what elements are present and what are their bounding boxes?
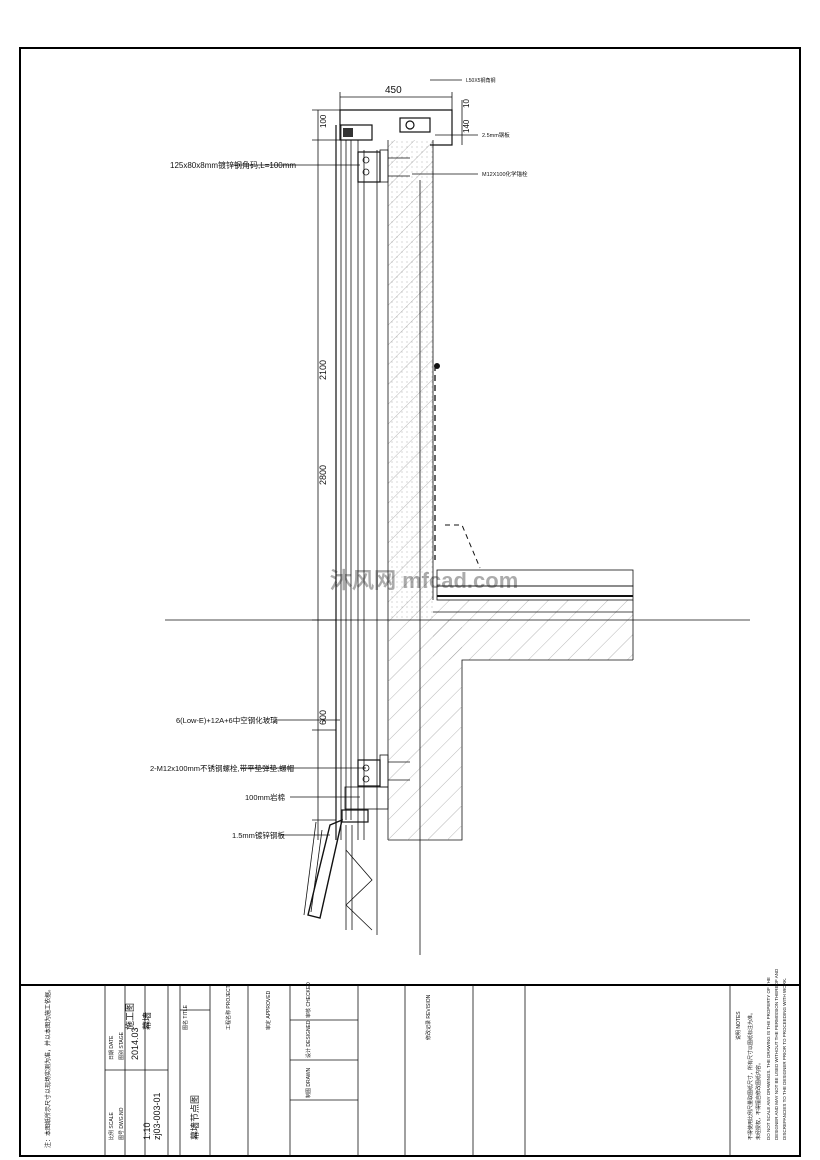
- drawn-label: 制图 DRAWN: [305, 1068, 312, 1098]
- callout-insulation: 100mm岩棉: [245, 792, 285, 802]
- dim-450: 450: [385, 85, 402, 96]
- date-value: 2014.03: [130, 1027, 140, 1060]
- scale-value: 1:10: [142, 1122, 152, 1140]
- revision-label: 修改记录 REVISION: [425, 994, 432, 1040]
- drawing-title: 幕墙节点图: [189, 1095, 200, 1140]
- date-label: 日期 DATE: [109, 1035, 115, 1060]
- callout-sheet: 1.5mm镀锌钢板: [232, 830, 285, 840]
- dim-100: 100: [319, 114, 328, 128]
- checked-label: 审核 CHECKED: [305, 982, 312, 1018]
- dim-2800: 2800: [318, 465, 328, 485]
- railing-dashed: [419, 180, 481, 955]
- sheet-border: [19, 47, 801, 1157]
- note-4: DESIGNER AND MAY NOT BE USED WITHOUT THE…: [774, 968, 779, 1140]
- callout-bolts: 2-M12x100mm不锈钢螺栓,带平垫弹垫,螺帽: [150, 763, 294, 773]
- dwg-no-value: zj03-003-01: [152, 1092, 162, 1140]
- dwg-no-label: 图号 DWG.NO: [119, 1107, 125, 1140]
- scale-label: 比例 SCALE: [108, 1112, 115, 1140]
- stage-label: 图别 STAGE: [118, 1031, 125, 1060]
- project-label: 工程名称 PROJECT: [225, 985, 232, 1030]
- callout-steel-angle: 125x80x8mm镀锌钢角码,L=100mm: [170, 160, 296, 170]
- callout-plate: 2.5mm钢板: [482, 131, 510, 139]
- notes-label: 说明 NOTES: [735, 1011, 742, 1040]
- title-block: 注：本图纸所示尺寸以现场实测为准，并以本图为施工依据。 日期 DATE 图别 S…: [20, 968, 800, 1156]
- stage-value: 施工图: [124, 1003, 135, 1030]
- callouts: 125x80x8mm镀锌钢角码,L=100mm 6(Low-E)+12A+6中空…: [150, 131, 528, 840]
- curtain-wall-profile: [303, 109, 453, 935]
- designed-label: 设计 DESIGNED: [305, 1020, 312, 1058]
- note-1: 不得使用比例尺量取图纸尺寸，所有尺寸以图纸标注为准。: [747, 1010, 754, 1140]
- dim-10: 10: [462, 99, 471, 108]
- dim-2100: 2100: [318, 360, 328, 380]
- dim-top-tag: L50X5钢角钢: [466, 77, 495, 84]
- callout-anchor: M12X100化学锚栓: [482, 170, 528, 178]
- approved-label: 审定 APPROVED: [265, 990, 272, 1030]
- note-5: DISCREPANCIES TO THE DESIGNER PRIOR TO P…: [782, 978, 787, 1140]
- note-3: DO NOT SCALE ANY DRAWINGS. THE DRAWING I…: [766, 977, 771, 1140]
- left-note: 注：本图纸所示尺寸以现场实测为准，并以本图为施工依据。: [44, 986, 52, 1148]
- note-2: 未经授权，不得擅自修改图纸内容。: [755, 1060, 762, 1140]
- project-value: 幕墙: [141, 1012, 152, 1030]
- title-label: 图名 TITLE: [182, 1004, 189, 1030]
- concrete-wall: [387, 140, 634, 841]
- dim-600: 600: [318, 710, 328, 725]
- watermark: 沐风网 mfcad.com: [330, 568, 518, 593]
- dim-140: 140: [462, 119, 471, 133]
- dimensions: 450 L50X5钢角钢 10 140 100 2100 2800 600: [312, 77, 495, 840]
- callout-glass: 6(Low-E)+12A+6中空钢化玻璃: [176, 715, 278, 725]
